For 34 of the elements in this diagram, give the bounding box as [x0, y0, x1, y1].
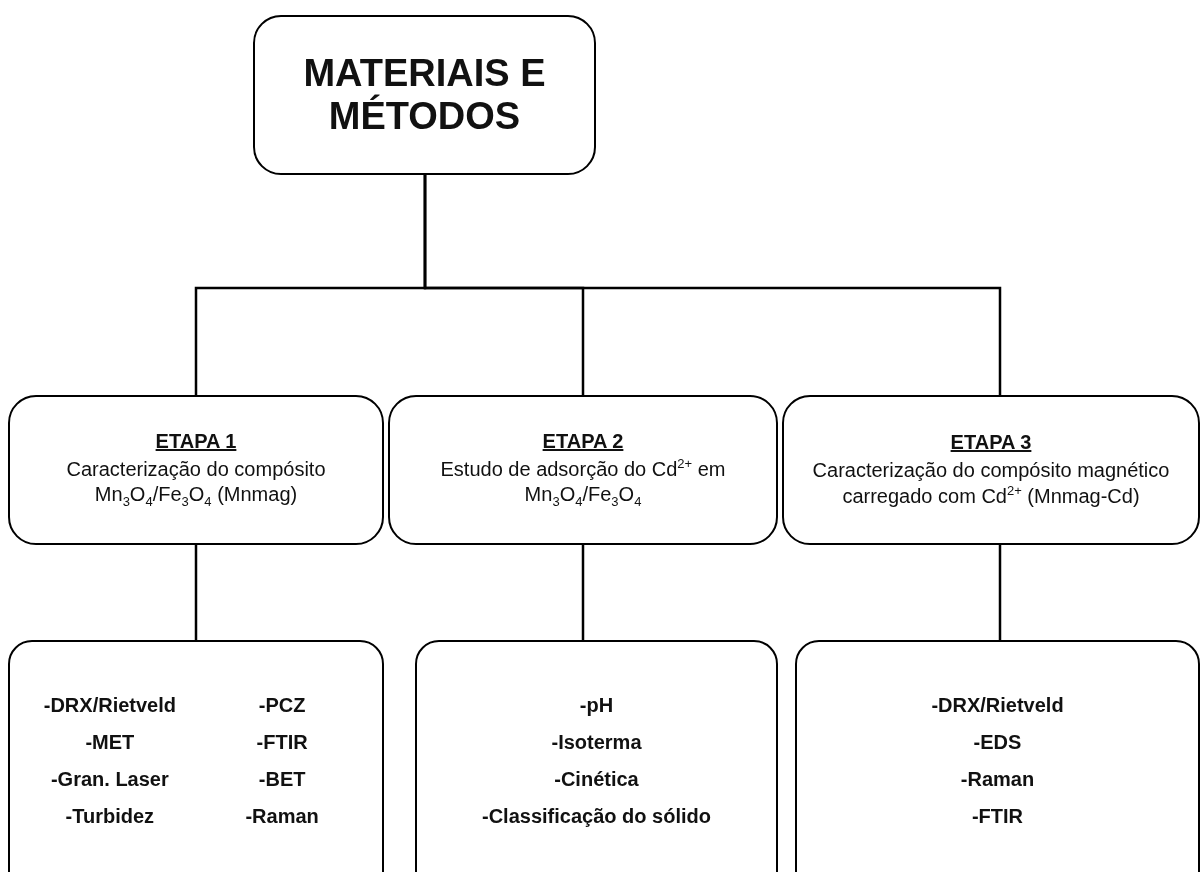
step-description: Caracterização do compósito magnético carregado com Cd$^{2+}$ (Mnmag-Cd) [811, 458, 1171, 509]
connector-line [581, 545, 585, 640]
connector-line [423, 175, 1002, 395]
methods-box [795, 640, 1200, 872]
method-item: -DRX/Rietveld [43, 694, 176, 717]
methods-box [415, 640, 778, 872]
step-heading: ETAPA 3 [950, 431, 1032, 455]
method-item: -FTIR [971, 805, 1024, 828]
method-item: -Raman [960, 768, 1035, 791]
method-item: -BET [258, 768, 306, 791]
method-item: -Gran. Laser [50, 768, 169, 791]
step-description: Caracterização do compósito Mn$_{3}$O$_{4}$/Fe$_{3}$O$_{4}$ (Mnmag) [65, 456, 327, 511]
method-item: -Turbidez [65, 805, 155, 828]
method-item: -Isoterma [551, 731, 642, 754]
stage-box [782, 395, 1200, 545]
method-item: -Raman [245, 805, 319, 828]
stage-box [388, 395, 778, 545]
method-item: -FTIR [256, 731, 308, 754]
method-item: -DRX/Rietveld [931, 694, 1064, 717]
method-item: -Cinética [554, 768, 639, 791]
stage-box [8, 395, 384, 545]
step-heading: ETAPA 1 [155, 429, 237, 453]
method-item: -EDS [973, 731, 1022, 754]
method-item: -pH [579, 694, 614, 717]
step-heading: ETAPA 2 [542, 429, 624, 453]
connector-line [998, 545, 1002, 640]
methods-box [8, 640, 384, 872]
title-box [253, 15, 596, 175]
method-item: -MET [85, 731, 135, 754]
method-item: -Classificação do sólido [482, 805, 711, 828]
title-text: MATERIAIS E MÉTODOS [302, 52, 547, 138]
step-description: Estudo de adsorção do Cd$^{2+}$ em Mn$_{3}$O$_{4}$/Fe$_{3}$O$_{4}$ [439, 456, 727, 511]
method-item: -PCZ [258, 694, 306, 717]
connector-line [194, 545, 198, 640]
